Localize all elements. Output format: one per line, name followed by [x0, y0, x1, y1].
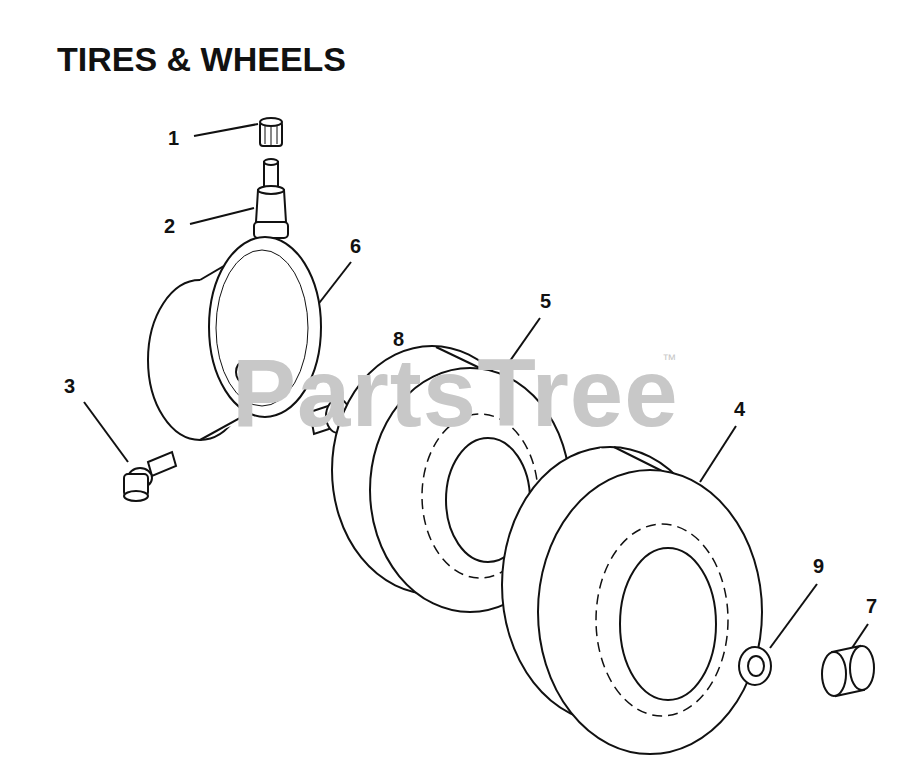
callout-number: 3 [64, 376, 75, 396]
washer [739, 647, 771, 685]
trademark-mark: ™ [662, 352, 676, 366]
callout-number: 1 [168, 128, 179, 148]
valve-cap [260, 118, 282, 146]
wheel-bolt [124, 452, 176, 501]
callout-number: 9 [813, 556, 824, 576]
callout-number: 4 [734, 399, 745, 419]
hub-cap [822, 646, 874, 696]
rear-tire [502, 447, 762, 754]
callout-number: 7 [866, 596, 877, 616]
callout-number: 2 [164, 216, 175, 236]
callout-number: 6 [350, 236, 361, 256]
watermark: PartsTree [232, 345, 679, 441]
diagram-title: TIRES & WHEELS [57, 42, 346, 76]
valve-stem [254, 159, 288, 238]
callout-number: 5 [540, 291, 551, 311]
